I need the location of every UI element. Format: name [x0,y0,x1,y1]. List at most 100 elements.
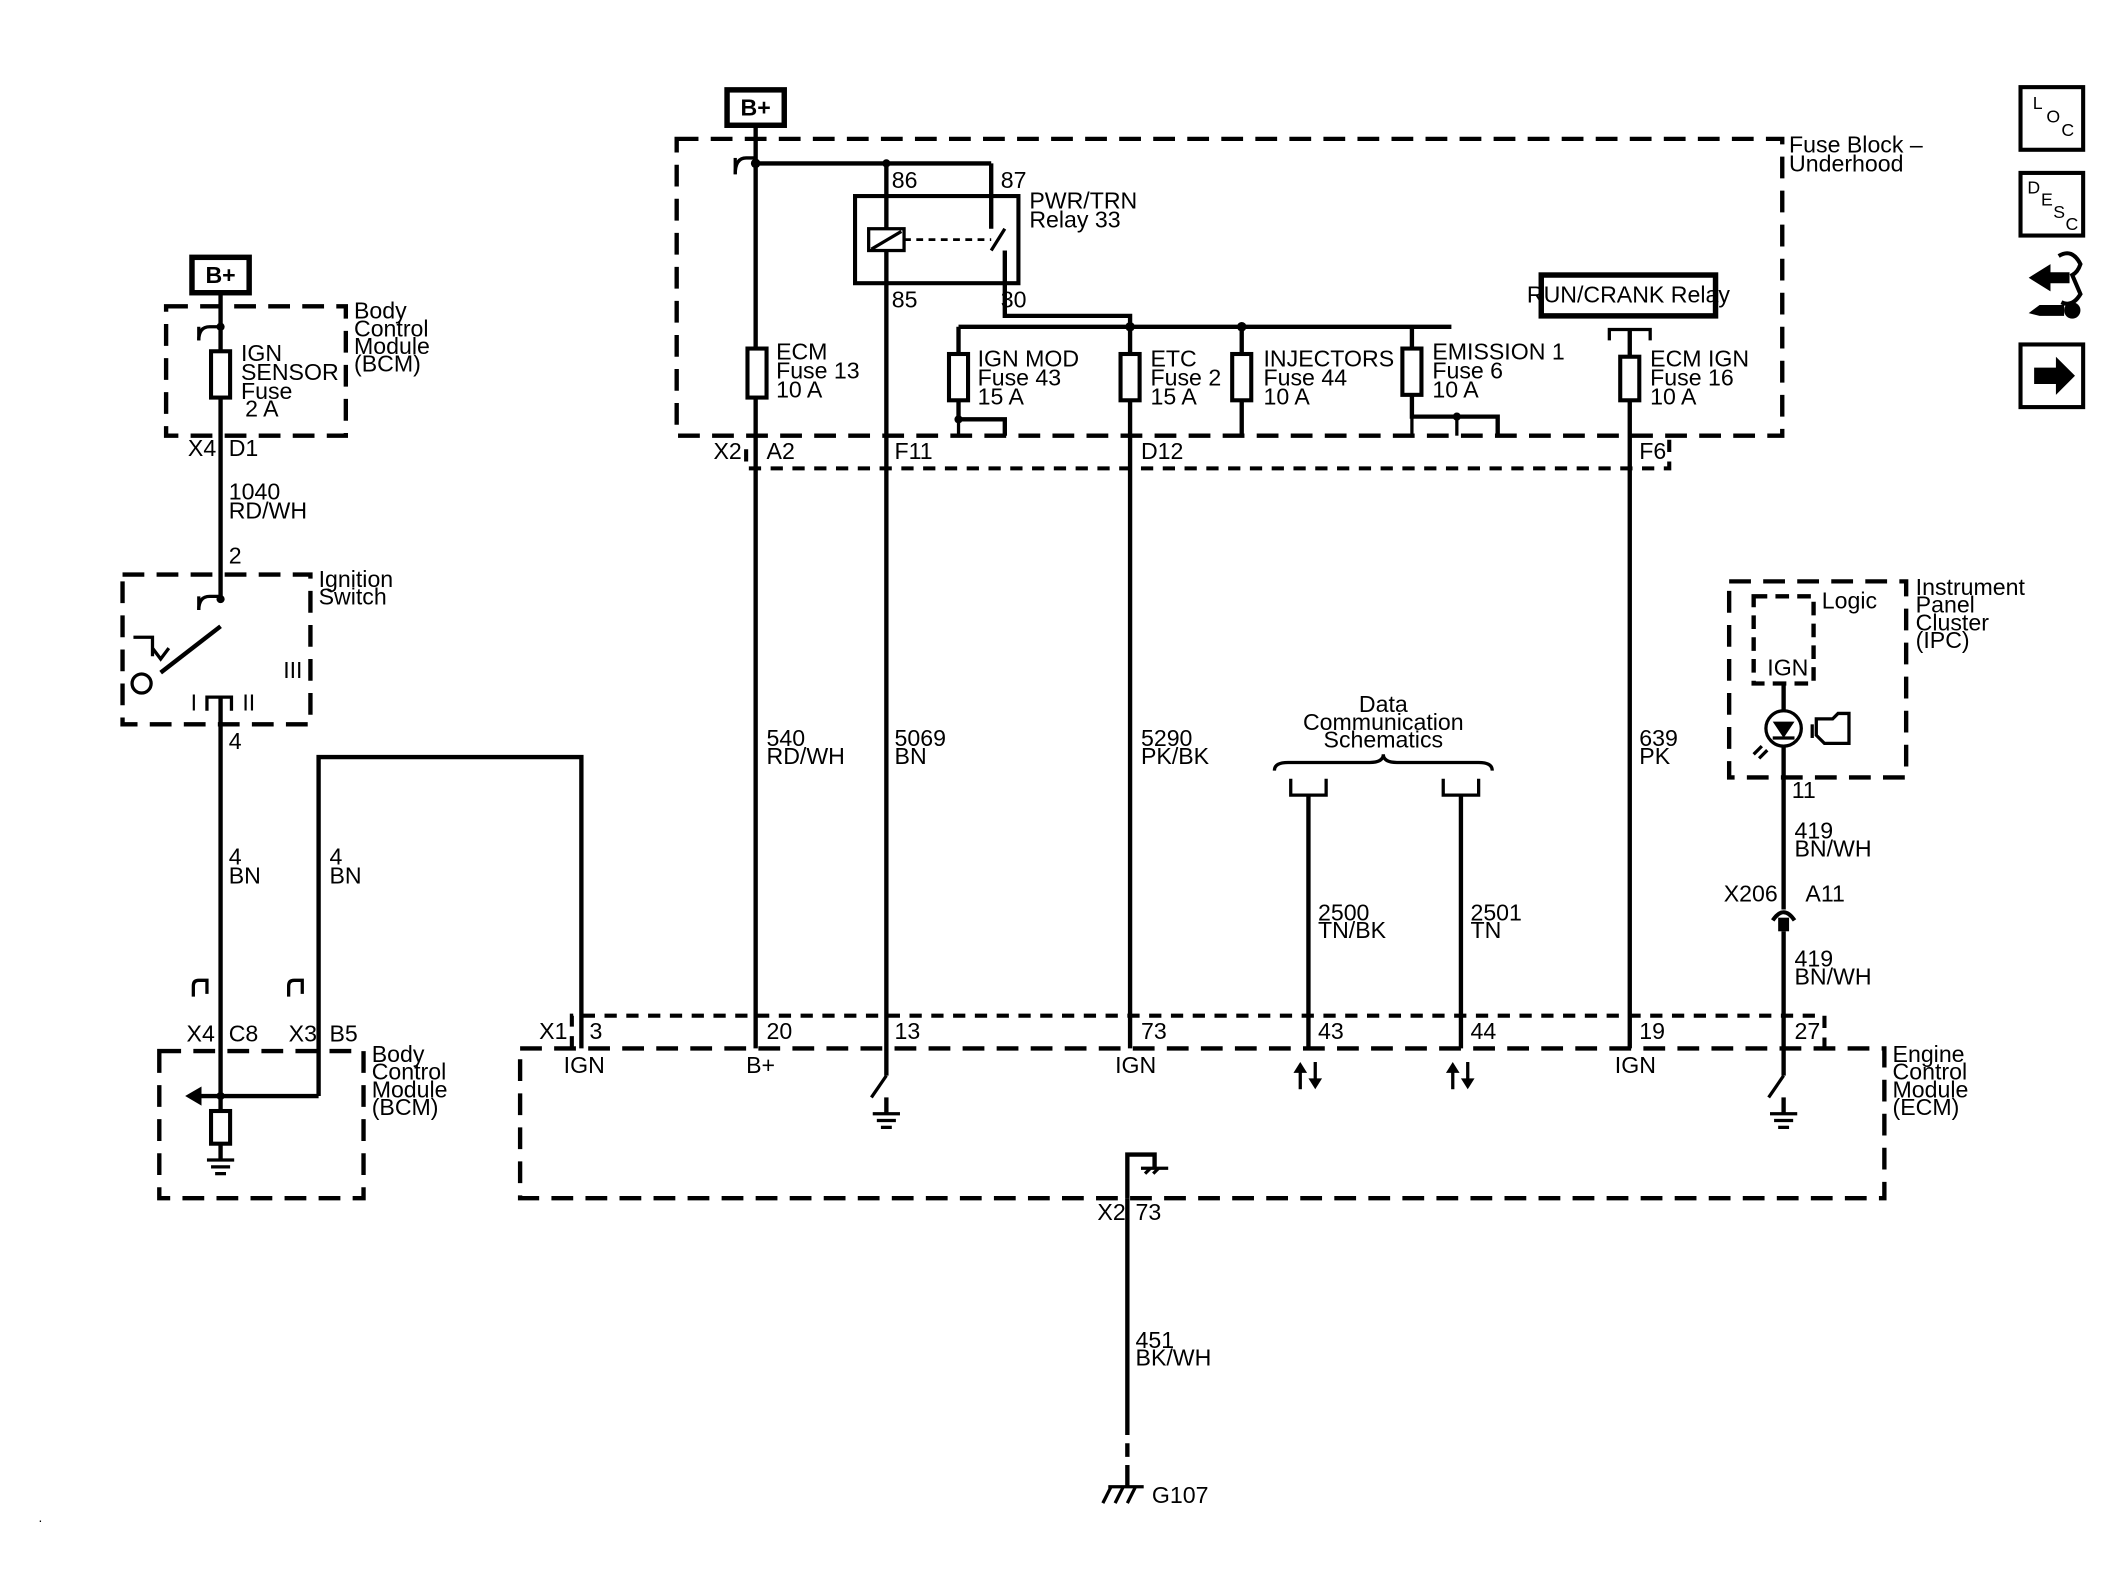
svg-text:Relay 33: Relay 33 [1029,206,1120,232]
svg-text:INJECTORS: INJECTORS [1264,345,1395,371]
svg-text:10 A: 10 A [1264,383,1311,409]
svg-text:4: 4 [229,728,242,754]
svg-text:Fuse 6: Fuse 6 [1432,358,1503,384]
pwr-trn-relay: 86 87 85 30 PWR/TRN Relay 33 [853,163,1137,313]
svg-text:Control: Control [354,315,429,341]
pin-a2-label: A2 [767,438,795,464]
svg-text:III: III [283,657,302,683]
svg-text:ECM: ECM [776,338,827,364]
svg-text:419: 419 [1795,818,1834,844]
svg-text:10 A: 10 A [1650,383,1697,409]
ecm-pin-44: 44 [1470,1018,1496,1044]
ecm-pin-27: 27 [1795,1018,1821,1044]
ecm-x1-label: X1 [539,1018,567,1044]
ecm-ign-label-3: IGN [1615,1052,1656,1078]
svg-text:540: 540 [767,725,806,751]
svg-text:Ignition: Ignition [319,566,394,592]
svg-text:Fuse 44: Fuse 44 [1264,364,1348,390]
svg-text:ETC: ETC [1151,345,1197,371]
svg-text:15 A: 15 A [978,383,1025,409]
check-engine-lamp-icon [1752,709,1851,760]
wire-5290-label: 5290 PK/BK [1141,725,1210,769]
ipc-pin-11: 11 [1792,777,1816,803]
ecm-box [517,1046,1887,1201]
svg-text:15 A: 15 A [1151,383,1198,409]
ecm-pin-13: 13 [895,1018,921,1044]
fuse-injectors-44: INJECTORS Fuse 44 10 A [1230,326,1395,436]
svg-text:Module: Module [1893,1076,1969,1102]
svg-text:451: 451 [1136,1327,1175,1353]
pin-f6-label: F6 [1639,438,1666,464]
svg-text:4: 4 [329,844,342,870]
svg-text:BN: BN [895,743,927,769]
svg-text:TN: TN [1470,917,1501,943]
fuse-block-underhood-box [674,136,1785,438]
loc-button[interactable]: L O C [2018,85,2086,152]
svg-text:4: 4 [229,844,242,870]
svg-text:ECM IGN: ECM IGN [1650,345,1749,371]
pin-f11-label: F11 [895,438,933,464]
svg-text:Fuse Block –: Fuse Block – [1789,131,1923,157]
svg-text:II: II [242,690,255,716]
svg-text:O: O [2046,107,2060,127]
data-communication-schematics: Data Communication Schematics [1272,691,1494,797]
svg-text:87: 87 [1001,167,1027,193]
wire-1040-label: 1040 RD/WH [229,479,307,524]
wire-4-bn-a-label: 4 BN [229,844,261,889]
ecm-ground-connection: X2 73 [1097,1152,1169,1225]
svg-text:X4: X4 [187,1021,215,1047]
svg-text:Switch: Switch [319,584,387,610]
ignition-switch-box [120,572,313,727]
wire-419-b-label: 419 BN/WH [1795,946,1872,990]
ecm-ign-label-1: IGN [564,1052,605,1078]
svg-text:Module: Module [372,1076,448,1102]
svg-text:S: S [2053,202,2065,222]
chassis-ground-icon: G107 [1101,1465,1208,1508]
svg-text:Communication: Communication [1303,709,1464,735]
svg-text:Body: Body [372,1041,425,1067]
wire-451-label: 451 BK/WH [1136,1327,1212,1371]
svg-text:Body: Body [354,298,407,324]
fuse-ign-mod-43: IGN MOD Fuse 43 15 A [946,326,1079,436]
svg-text:RD/WH: RD/WH [229,498,307,524]
svg-text:419: 419 [1795,946,1834,972]
svg-text:X3: X3 [289,1021,317,1047]
svg-text:(BCM): (BCM) [354,351,421,377]
ipc-title: Instrument Panel Cluster (IPC) Logic IGN [1767,574,2025,680]
desc-button[interactable]: D E S C [2018,170,2086,238]
svg-text:BN: BN [329,863,361,889]
svg-text:IGN: IGN [1767,654,1808,680]
ipc-box [1726,579,1909,780]
pin-d12-label: D12 [1141,438,1183,464]
b-plus-left: B+ [189,254,252,352]
svg-text:2500: 2500 [1318,899,1369,925]
svg-text:Logic: Logic [1822,588,1877,614]
svg-text:SENSOR: SENSOR [241,359,339,385]
svg-text:TN/BK: TN/BK [1318,917,1387,943]
next-arrow-button[interactable] [2018,342,2086,410]
svg-text:Fuse 43: Fuse 43 [978,364,1062,390]
bcm-bottom-box [157,1048,366,1201]
bcm-bottom: Body Control Module (BCM) X4 C8 X3 B5 [185,978,448,1176]
svg-text:Fuse 16: Fuse 16 [1650,364,1734,390]
svg-text:BN: BN [229,863,261,889]
page-mark: · [38,1513,43,1528]
svg-text:2: 2 [229,543,242,569]
fuse-emission-6: EMISSION 1 Fuse 6 10 A [1400,326,1565,436]
svg-text:Module: Module [354,333,430,359]
data-bidirectional-arrow-icon [1293,1062,1475,1090]
svg-text:86: 86 [892,167,918,193]
svg-text:Fuse 2: Fuse 2 [1151,364,1222,390]
svg-text:PK: PK [1639,743,1670,769]
svg-text:C8: C8 [229,1021,259,1047]
ecm-bplus-label: B+ [746,1052,775,1078]
wire-419-a-label: 419 BN/WH [1795,818,1872,862]
svg-text:Fuse 13: Fuse 13 [776,358,860,384]
svg-text:I: I [191,690,197,716]
run-crank-relay: RUN/CRANK Relay [1527,272,1730,357]
wire-5069-label: 5069 BN [895,725,946,769]
svg-text:IGN: IGN [241,340,282,366]
repair-wrench-icon[interactable] [2028,251,2083,319]
svg-text:PWR/TRN: PWR/TRN [1029,187,1137,213]
